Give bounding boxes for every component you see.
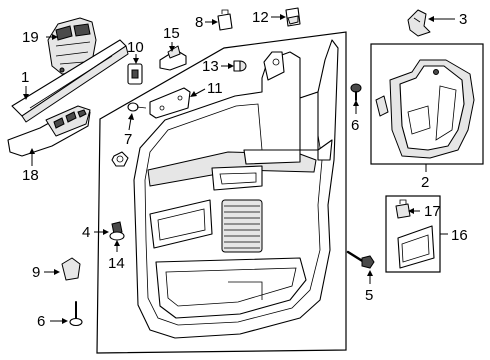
- callout-10: 10: [127, 39, 144, 56]
- bracket-16-part: [397, 225, 435, 269]
- bolt-5: [346, 250, 375, 269]
- callout-12: 12: [252, 9, 269, 26]
- callout-16: 16: [451, 227, 468, 244]
- bracket-11: [149, 87, 191, 119]
- trim-cover-box: [370, 43, 484, 165]
- callout-3: 3: [459, 11, 467, 28]
- callout-18: 18: [22, 167, 39, 184]
- clip-8: [217, 9, 233, 31]
- callout-17: 17: [424, 203, 441, 220]
- callout-14: 14: [108, 255, 125, 272]
- callout-15: 15: [163, 25, 180, 42]
- clip-9: [61, 257, 81, 281]
- trim-cover-part: [389, 59, 475, 159]
- door-panel-group-frame: [96, 31, 347, 354]
- callout-4: 4: [82, 224, 90, 241]
- callout-5: 5: [365, 287, 373, 304]
- leader-lines: [23, 14, 455, 324]
- callout-7: 7: [124, 131, 132, 148]
- clip-near-6: [375, 95, 389, 117]
- callout-2: 2: [421, 174, 429, 191]
- callout-11: 11: [207, 80, 223, 97]
- callout-13: 13: [202, 58, 219, 75]
- switch-bezel-18: [7, 105, 91, 157]
- screw-6-upper: [350, 83, 362, 101]
- plug-13: [233, 60, 247, 72]
- switch-module-19: [47, 17, 97, 75]
- door-trim-panel: [133, 39, 339, 339]
- clip-10: [127, 63, 143, 85]
- push-pin-14: [109, 221, 125, 241]
- nut-part: [111, 151, 129, 167]
- callout-1: 1: [21, 69, 29, 86]
- callout-19: 19: [22, 29, 39, 46]
- callout-9: 9: [32, 264, 40, 281]
- screw-6-lower: [69, 301, 83, 327]
- bracket-15: [159, 45, 187, 71]
- clip-17-part: [395, 199, 411, 219]
- callout-6-lower: 6: [37, 313, 45, 330]
- clip-3: [407, 9, 431, 37]
- pin-7: [127, 102, 147, 112]
- clip-12: [285, 7, 301, 27]
- callout-8: 8: [195, 14, 203, 31]
- belt-rail-1: [11, 39, 129, 123]
- callout-6-upper: 6: [351, 117, 359, 134]
